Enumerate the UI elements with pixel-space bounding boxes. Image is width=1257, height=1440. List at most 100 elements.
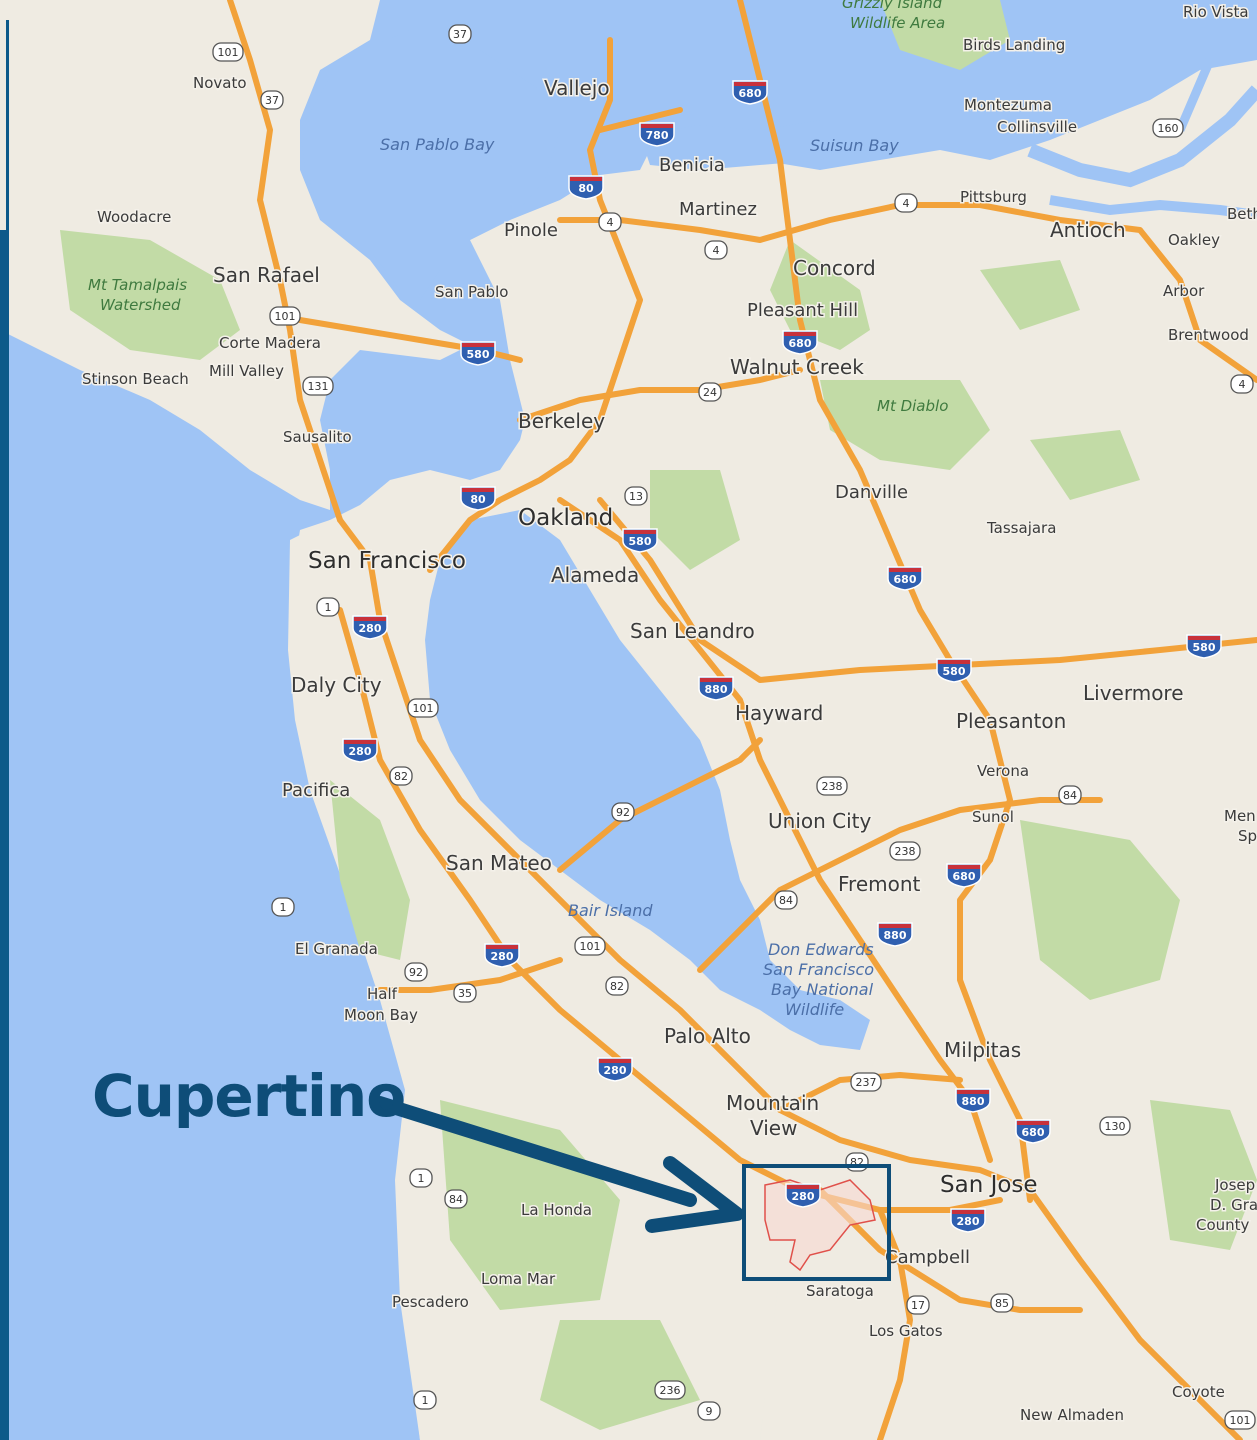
label-hayward: Hayward bbox=[735, 701, 823, 725]
label-concord: Concord bbox=[793, 256, 876, 280]
grizzly-park bbox=[880, 0, 1010, 70]
label-san-leandro: San Leandro bbox=[630, 619, 755, 643]
label-bair-island: Bair Island bbox=[568, 901, 653, 920]
state-route-shield-number: 37 bbox=[453, 28, 467, 41]
interstate-shield-i280-sm: 280 bbox=[484, 943, 520, 968]
interstate-shield-band bbox=[787, 1185, 819, 1189]
state-route-shield-r101-sr: 101 bbox=[269, 306, 301, 326]
state-route-shield-number: 92 bbox=[616, 806, 630, 819]
interstate-shield-i280-pa: 280 bbox=[597, 1057, 633, 1082]
interstate-shield-body bbox=[342, 738, 378, 763]
delta-water bbox=[1027, 85, 1257, 188]
interstate-shield-number: 880 bbox=[962, 1095, 985, 1108]
label-woodacre: Woodacre bbox=[97, 208, 171, 226]
state-route-shield-r101-sm: 101 bbox=[574, 936, 606, 956]
label-suisun-bay: Suisun Bay bbox=[810, 136, 899, 155]
state-route-shield-number: 1 bbox=[418, 1172, 425, 1185]
label-joseph-3: County bbox=[1196, 1216, 1250, 1234]
state-route-shield-body bbox=[574, 936, 606, 956]
state-route-shield-body bbox=[269, 306, 301, 326]
state-route-shield-body bbox=[624, 486, 648, 506]
interstate-shield-body bbox=[1015, 1119, 1051, 1144]
label-pittsburg: Pittsburg bbox=[960, 188, 1027, 206]
state-route-shield-body bbox=[704, 240, 728, 260]
hwy-85 bbox=[817, 1187, 1083, 1313]
state-route-shield-number: 1 bbox=[325, 601, 332, 614]
label-collinsville: Collinsville bbox=[997, 118, 1077, 136]
state-route-shield-r1-pes: 1 bbox=[413, 1390, 437, 1410]
state-route-shield-number: 131 bbox=[308, 380, 329, 393]
interstate-shield-number: 580 bbox=[629, 535, 652, 548]
hwy-4 bbox=[557, 202, 1257, 383]
interstate-shield-number: 680 bbox=[953, 870, 976, 883]
state-route-shield-body bbox=[404, 962, 428, 982]
state-route-shield-r238b: 238 bbox=[889, 841, 921, 861]
interstate-shield-number: 80 bbox=[578, 182, 594, 195]
state-route-shield-number: 101 bbox=[1230, 1414, 1251, 1427]
interstate-shield-i280-sf: 280 bbox=[352, 615, 388, 640]
state-route-shield-r13: 13 bbox=[624, 486, 648, 506]
callout-arrow bbox=[373, 1096, 744, 1233]
interstate-shield-i80-n: 80 bbox=[568, 175, 604, 200]
label-new-almaden: New Almaden bbox=[1020, 1406, 1124, 1424]
state-route-shield-number: 130 bbox=[1105, 1120, 1126, 1133]
redwood-park bbox=[650, 470, 740, 570]
interstate-shield-band bbox=[641, 124, 673, 128]
interstate-shield-number: 680 bbox=[789, 337, 812, 350]
interstate-shield-i580-oak: 580 bbox=[622, 528, 658, 553]
state-route-shield-r237: 237 bbox=[850, 1072, 882, 1092]
label-walnut-creek: Walnut Creek bbox=[730, 355, 864, 379]
interstate-shields: 6807808058068080580280280880680580580680… bbox=[342, 80, 1222, 1233]
label-tassajara: Tassajara bbox=[986, 519, 1056, 537]
interstate-shield-i80-sf: 80 bbox=[460, 486, 496, 511]
label-palo-alto: Palo Alto bbox=[664, 1024, 751, 1048]
state-route-shield-r37b: 37 bbox=[260, 90, 284, 110]
left-accent-bar bbox=[0, 230, 9, 1440]
interstate-shield-body bbox=[1186, 634, 1222, 659]
interstate-shield-band bbox=[734, 82, 766, 86]
i-780 bbox=[597, 107, 683, 133]
state-route-shield-r82-sj: 82 bbox=[845, 1152, 869, 1172]
label-benicia: Benicia bbox=[659, 155, 725, 176]
state-route-shield-body bbox=[894, 193, 918, 213]
state-route-shield-body bbox=[271, 897, 295, 917]
interstate-shield-number: 580 bbox=[943, 665, 966, 678]
i-80 bbox=[427, 37, 643, 573]
label-grizzly: Grizzly Island bbox=[842, 0, 943, 12]
state-route-shield-body bbox=[1224, 1410, 1256, 1430]
state-route-shield-r4-east: 4 bbox=[1230, 374, 1254, 394]
callout-arrow-head bbox=[645, 1156, 744, 1233]
state-route-shield-number: 101 bbox=[413, 702, 434, 715]
label-pacifica: Pacifica bbox=[282, 780, 350, 801]
i-580 bbox=[597, 497, 1257, 683]
state-route-shield-body bbox=[413, 1390, 437, 1410]
interstate-shield-band bbox=[624, 530, 656, 534]
interstate-shield-band bbox=[486, 945, 518, 949]
state-route-shield-r84-uc: 84 bbox=[774, 890, 798, 910]
label-coyote: Coyote bbox=[1172, 1383, 1225, 1401]
interstate-shield-body bbox=[732, 80, 768, 105]
state-route-shield-body bbox=[850, 1072, 882, 1092]
label-saratoga: Saratoga bbox=[806, 1282, 874, 1300]
state-route-shield-body bbox=[1230, 374, 1254, 394]
interstate-shield-band bbox=[948, 865, 980, 869]
interstate-shield-band bbox=[462, 343, 494, 347]
state-route-shield-r4-pin: 4 bbox=[598, 212, 622, 232]
state-route-shield-number: 101 bbox=[580, 940, 601, 953]
interstate-shield-body bbox=[597, 1057, 633, 1082]
interstate-shield-i880-hay: 880 bbox=[698, 676, 734, 701]
label-vallejo: Vallejo bbox=[544, 76, 610, 100]
state-route-shield-number: 1 bbox=[280, 901, 287, 914]
label-milpitas: Milpitas bbox=[944, 1038, 1021, 1062]
interstate-shield-i280-dc: 280 bbox=[342, 738, 378, 763]
state-route-shield-number: 4 bbox=[903, 197, 910, 210]
interstate-shield-i680-sj: 680 bbox=[1015, 1119, 1051, 1144]
interstate-shield-number: 280 bbox=[604, 1064, 627, 1077]
state-route-shield-body bbox=[889, 841, 921, 861]
label-san-mateo: San Mateo bbox=[446, 851, 552, 875]
state-route-shield-body bbox=[698, 382, 722, 402]
interstate-shield-i680-dan: 680 bbox=[887, 566, 923, 591]
label-martinez: Martinez bbox=[679, 199, 757, 220]
state-route-shield-r17: 17 bbox=[906, 1295, 930, 1315]
state-route-shield-number: 84 bbox=[1063, 789, 1077, 802]
